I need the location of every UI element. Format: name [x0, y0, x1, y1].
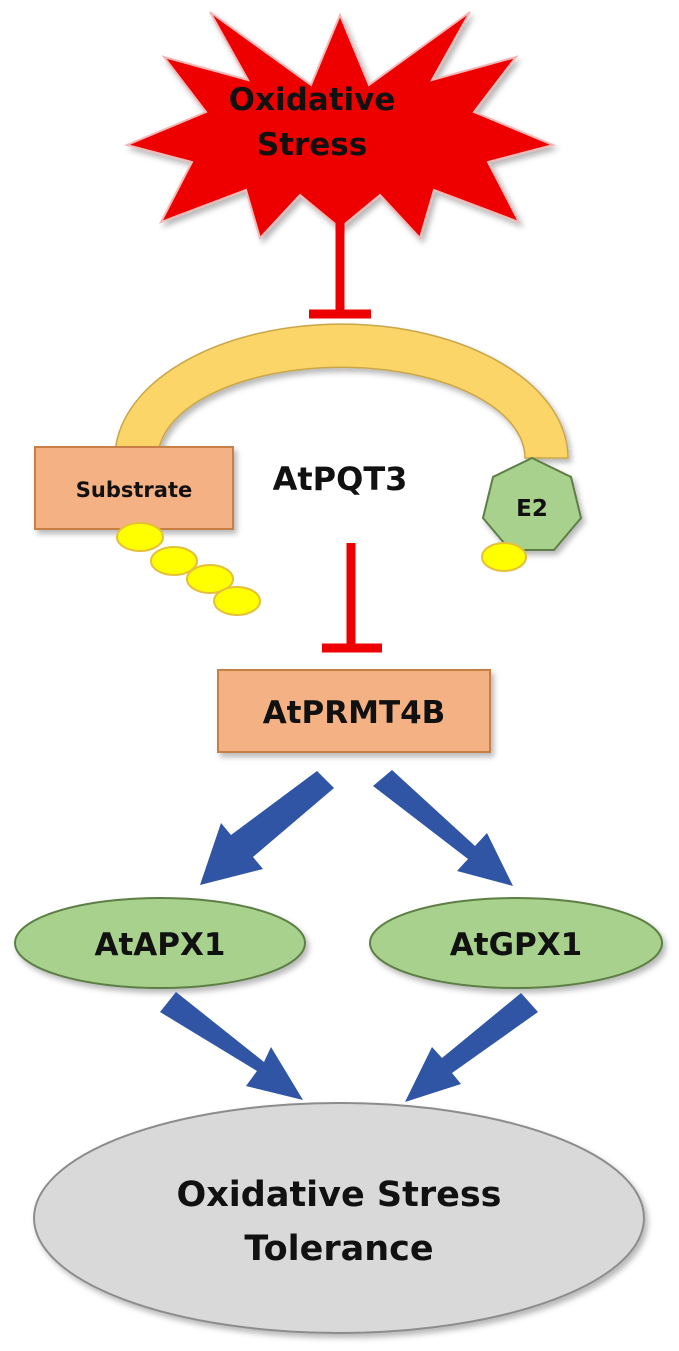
- tolerance-node: Oxidative Stress Tolerance: [33, 1102, 645, 1334]
- atapx1-label: AtAPX1: [95, 927, 226, 963]
- e2-heptagon: [481, 456, 583, 551]
- ubiquitin-1: [116, 522, 164, 552]
- ubiquitin-2: [150, 546, 198, 576]
- arrow-to-atgpx1: [373, 770, 513, 886]
- tolerance-ellipse: [33, 1102, 645, 1334]
- stress-label-line2: Stress: [257, 127, 367, 163]
- inhibition-bar-1: [309, 212, 371, 319]
- e2-label: E2: [516, 496, 548, 522]
- ubiquitin-chain: [116, 522, 261, 616]
- atpqt3-arc: [114, 323, 569, 459]
- substrate-label: Substrate: [76, 478, 192, 502]
- substrate-box: Substrate: [34, 446, 234, 530]
- atapx1-node: AtAPX1: [14, 897, 306, 989]
- atprmt4b-label: AtPRMT4B: [263, 695, 446, 731]
- atprmt4b-rect: [217, 669, 491, 753]
- inhibition-bar-2: [322, 543, 382, 653]
- atapx1-ellipse: [14, 897, 306, 989]
- tolerance-label-line1: Oxidative Stress: [176, 1175, 501, 1215]
- atgpx1-label: AtGPX1: [450, 927, 582, 963]
- arrow-to-atapx1: [200, 771, 334, 885]
- activation-arrows-upper: [200, 770, 513, 886]
- tolerance-label-line2: Tolerance: [244, 1229, 433, 1269]
- atgpx1-node: AtGPX1: [369, 897, 663, 989]
- arrow-apx-to-tolerance: [160, 992, 303, 1100]
- stress-starburst-shape: [123, 11, 557, 240]
- e2-ubiquitin: [481, 542, 527, 572]
- atpqt3-label: AtPQT3: [273, 460, 408, 498]
- substrate-rect: [34, 446, 234, 530]
- ubiquitin-3: [186, 564, 234, 594]
- oxidative-stress-burst: Oxidative Stress: [123, 11, 557, 240]
- stress-label-line1: Oxidative: [229, 82, 396, 118]
- atgpx1-ellipse: [369, 897, 663, 989]
- arrow-gpx-to-tolerance: [405, 993, 538, 1102]
- activation-arrows-lower: [160, 992, 538, 1102]
- e2-enzyme: E2: [481, 456, 583, 551]
- atprmt4b-box: AtPRMT4B: [217, 669, 491, 753]
- ubiquitin-4: [213, 586, 261, 616]
